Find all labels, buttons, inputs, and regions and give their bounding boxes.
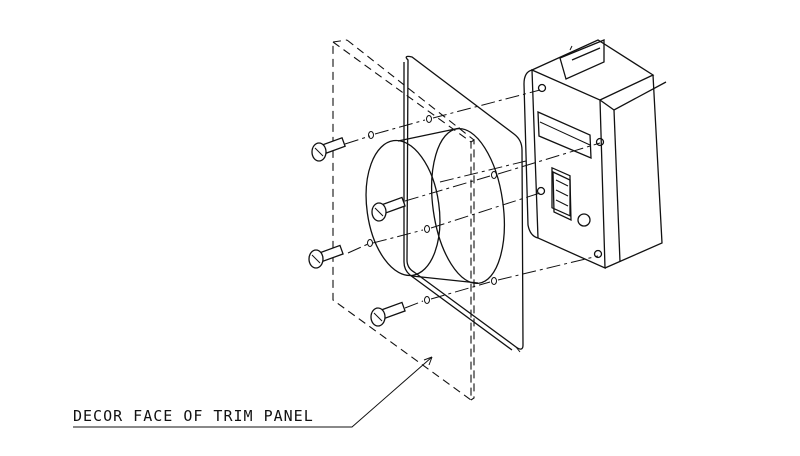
callout-leader xyxy=(73,356,433,428)
mounting-plate xyxy=(403,55,524,353)
screw-top-left xyxy=(311,136,346,162)
screw-center xyxy=(371,196,406,222)
screw-bottom-left xyxy=(308,244,344,269)
screw-bottom xyxy=(370,301,406,327)
alignment-lines xyxy=(344,89,601,309)
panel-holes xyxy=(367,115,497,304)
instrument-body xyxy=(523,39,667,270)
trim-ring xyxy=(365,127,505,285)
trim-panel xyxy=(332,39,475,402)
callout-label: DECOR FACE OF TRIM PANEL xyxy=(73,407,314,425)
